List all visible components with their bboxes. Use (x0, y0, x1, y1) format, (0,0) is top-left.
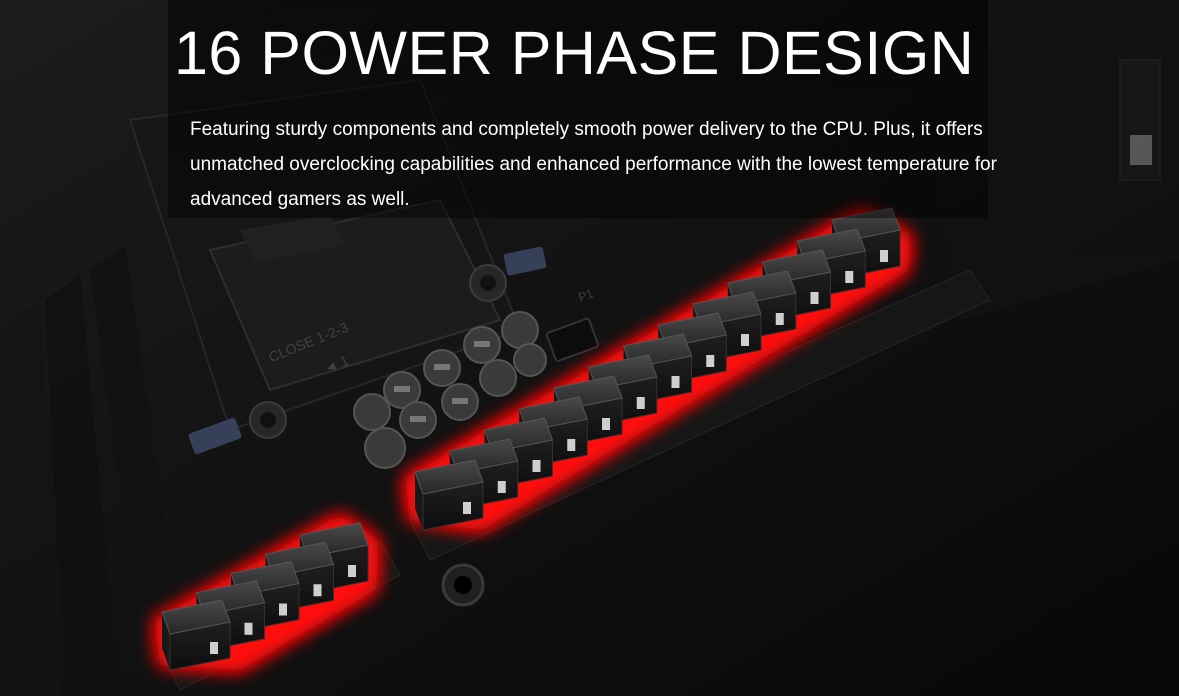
power-choke (414, 459, 484, 531)
cpu-power-connector (546, 317, 599, 362)
power-choke (161, 599, 231, 671)
page-title: 16 POWER PHASE DESIGN (174, 19, 975, 87)
feature-description: Featuring sturdy components and complete… (190, 119, 997, 210)
dimm-slots (0, 245, 175, 696)
text-backdrop (168, 0, 988, 218)
capacitors (353, 311, 547, 469)
connector-print: P1 (577, 286, 596, 304)
upper-choke-row (414, 207, 901, 531)
lower-choke-row (161, 522, 369, 671)
